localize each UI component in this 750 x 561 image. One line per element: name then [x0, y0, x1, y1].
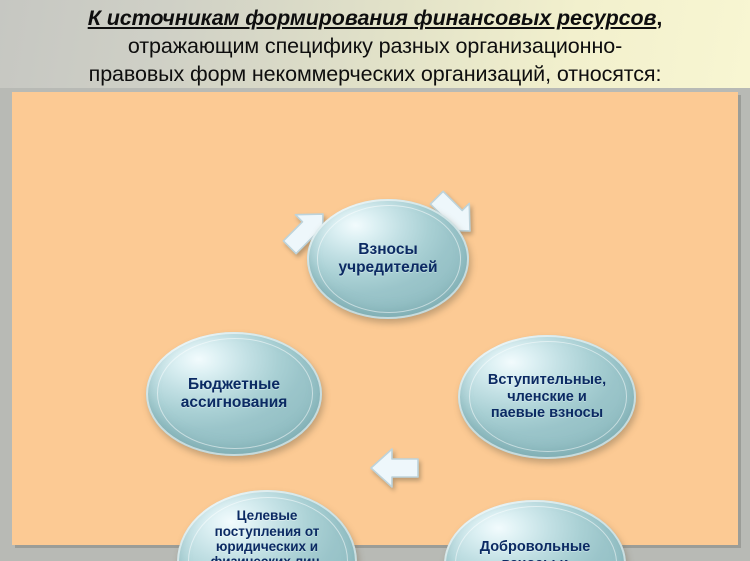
header-line-1: К источникам формирования финансовых рес… [14, 4, 736, 32]
diagram-node-label: Бюджетные ассигнования [180, 376, 288, 411]
diagram-node-celevye-postupleniya[interactable]: Целевые поступления от юридических и физ… [177, 490, 357, 561]
diagram-node-label: Взносы учредителей [338, 241, 438, 276]
diagram-panel: Взносы учредителей Вступительные, членск… [12, 92, 738, 561]
header-emphasis: К источникам формирования финансовых рес… [87, 6, 657, 30]
diagram-node-label: Целевые поступления от юридических и физ… [210, 508, 323, 561]
header-line-1-tail: , [656, 6, 663, 30]
diagram-node-vznosy-uchrediteley[interactable]: Взносы учредителей [307, 199, 469, 319]
diagram-node-label: Добровольные взносы и пожертвования [479, 538, 591, 561]
diagram-node-label: Вступительные, членские и паевые взносы [487, 371, 607, 422]
slide-header: К источникам формирования финансовых рес… [0, 0, 750, 88]
header-line-3: правовых форм некоммерческих организаций… [88, 62, 662, 86]
diagram-node-vstupitelnye-vznosy[interactable]: Вступительные, членские и паевые взносы [458, 335, 636, 459]
header-line-2: отражающим специфику разных организацион… [127, 34, 623, 58]
diagram-node-byudzhetnye-assignovaniya[interactable]: Бюджетные ассигнования [146, 332, 322, 456]
arrow-bottomright-to-bottomleft-icon [367, 442, 423, 494]
diagram-node-dobrovolnye-vznosy[interactable]: Добровольные взносы и пожертвования [444, 500, 626, 561]
